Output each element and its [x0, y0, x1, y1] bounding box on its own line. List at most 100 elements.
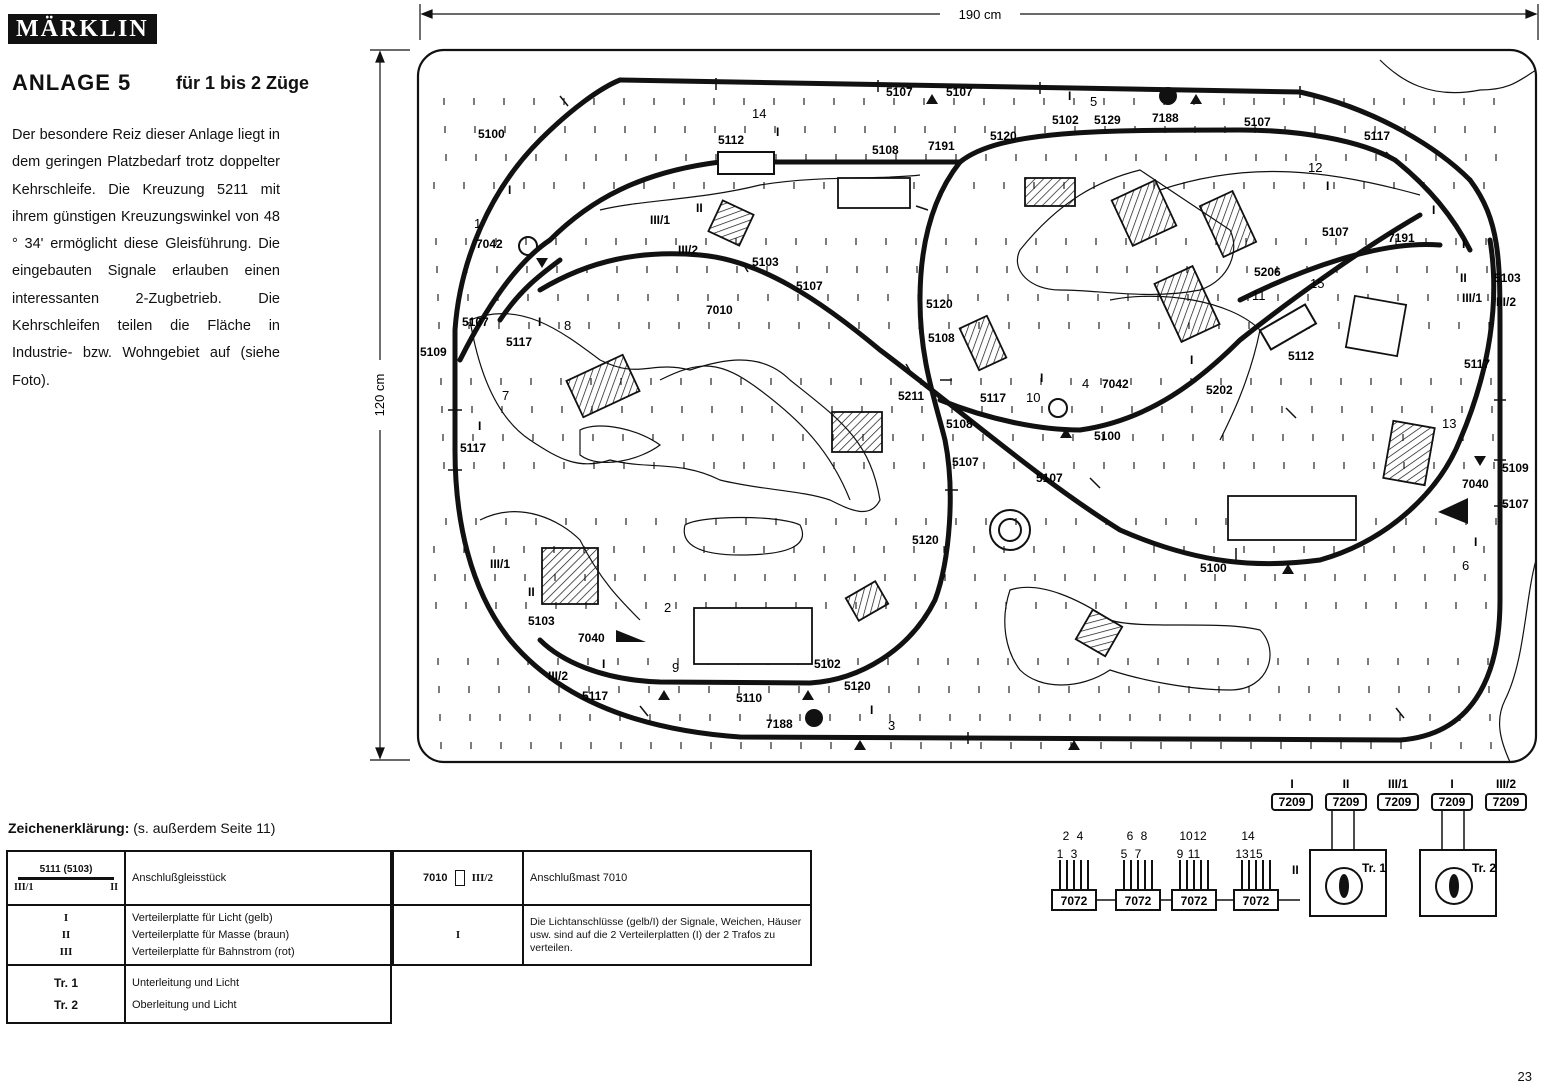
plate-name: I [1450, 777, 1453, 791]
track-label: 5117 [1464, 357, 1490, 371]
plate-name: III/2 [1496, 777, 1516, 791]
track-label: 7010 [706, 303, 733, 317]
legend-symbol-track: 5111 (5103) III/1 II [6, 850, 126, 906]
track-label: 5107 [1502, 497, 1529, 511]
legend-line-licht: Verteilerplatte für Licht (gelb) [132, 911, 273, 924]
track-lines [452, 77, 1503, 743]
distributor-top-number: 2 [1063, 829, 1070, 843]
feeder-label: III/1 [490, 557, 510, 571]
legend-symbol-transformers: Tr. 1 Tr. 2 [6, 964, 126, 1024]
feeder-label: I [1190, 353, 1193, 367]
distribution-plate-7209 [1325, 793, 1367, 811]
transformer-1: Tr. 1 [1309, 849, 1387, 917]
legend-title: Zeichenerklärung: (s. außerdem Seite 11) [8, 820, 275, 836]
track-label: 7042 [1102, 377, 1129, 391]
track-label: 5110 [736, 691, 762, 705]
feeder-label: I [1474, 535, 1477, 549]
track-label: 5107 [946, 85, 973, 99]
distributor-bottom-number: 13 [1235, 847, 1249, 861]
distributor-top-number: 12 [1193, 829, 1207, 843]
track-label: 7188 [766, 717, 793, 731]
distributor-top-number: 10 [1179, 829, 1193, 843]
feeder-label: I [538, 315, 541, 329]
legend-symbol-plates: I II III [6, 904, 126, 966]
track-label: 5117 [460, 441, 486, 455]
feeder-label: I [776, 125, 779, 139]
distributor-bottom-number: 3 [1071, 847, 1078, 861]
track-label: 5103 [1494, 271, 1521, 285]
distributor-bottom-number: 11 [1188, 847, 1201, 861]
track-label: 5120 [990, 129, 1017, 143]
transformer-label: Tr. 1 [1362, 861, 1386, 875]
track-label: 5102 [814, 657, 841, 671]
connection-number: 3 [888, 718, 895, 733]
track-label: 5100 [1200, 561, 1227, 575]
track-label: 5107 [1322, 225, 1349, 239]
track-label: 5109 [420, 345, 447, 359]
plate-label: 7209 [1333, 795, 1360, 809]
legend-symbol-track-right: II [110, 881, 118, 893]
connection-number: 14 [752, 106, 766, 121]
distributor-output-label: II [1292, 863, 1299, 877]
track-label: 7191 [928, 139, 955, 153]
transformer-2: Tr. 2 [1419, 849, 1497, 917]
feeder-label: II [528, 585, 535, 599]
legend-symbol-tr1: Tr. 1 [53, 976, 79, 990]
track-label: 5120 [912, 533, 939, 547]
width-dimension [419, 4, 1539, 40]
legend-title-rest: (s. außerdem Seite 11) [129, 820, 276, 836]
track-label: 5108 [946, 417, 973, 431]
track-label: 5202 [1206, 383, 1233, 397]
track-label: 5108 [872, 143, 899, 157]
page-title: ANLAGE 5 [12, 70, 132, 95]
plate-label: 7209 [1493, 795, 1520, 809]
fountain [989, 509, 1031, 551]
feeder-label: II [696, 201, 703, 215]
feeder-label: I [602, 657, 605, 671]
legend-title-bold: Zeichenerklärung: [8, 820, 130, 836]
distributor-label: 7072 [1243, 894, 1270, 908]
plate-name: III/1 [1388, 777, 1408, 791]
connection-number: 15 [1310, 276, 1324, 291]
track-label: 5100 [1094, 429, 1121, 443]
plate-label: 7209 [1279, 795, 1306, 809]
feeder-label: I [508, 183, 511, 197]
baseboard-outline [416, 48, 1538, 764]
track-layout-diagram: 190 cm 120 cm [370, 4, 1539, 764]
distributor-top-number: 14 [1241, 829, 1255, 843]
track-label: 7042 [476, 237, 503, 251]
distributor-bottom-number: 5 [1121, 847, 1128, 861]
track-label: 5103 [752, 255, 779, 269]
brand-logo: MÄRKLIN [8, 14, 157, 44]
connection-number: 9 [672, 660, 679, 675]
plate-name: I [1290, 777, 1293, 791]
plate-name: II [1343, 777, 1350, 791]
signal-markers [536, 94, 1486, 750]
feeder-label: I [1326, 179, 1329, 193]
track-joints [448, 78, 1506, 744]
legend-line-oberleitung: Oberleitung und Licht [132, 999, 237, 1011]
track-label: 5120 [844, 679, 871, 693]
track-label: 5107 [952, 455, 979, 469]
legend-table-right: 7010 III/2 Anschlußmast 7010 I Die Licht… [392, 850, 812, 966]
connection-number: 10 [1026, 390, 1040, 405]
track-label: 5107 [1244, 115, 1271, 129]
legend-symbol-track-top: 5111 (5103) [39, 863, 93, 875]
track-label: 7040 [1462, 477, 1489, 491]
connection-number: 5 [1090, 94, 1097, 109]
track-label: 5117 [506, 335, 532, 349]
legend-symbol-II: II [61, 928, 71, 941]
grass-texture [433, 98, 1497, 749]
legend-symbol-III: III [59, 945, 73, 958]
legend-line-masse: Verteilerplatte für Masse (braun) [132, 928, 290, 941]
plain-buildings [693, 177, 1408, 665]
feeder-label: II [1460, 271, 1467, 285]
track-label: 5117 [1364, 129, 1390, 143]
transformer-label: Tr. 2 [1472, 861, 1496, 875]
feeder-label: III/2 [548, 669, 568, 683]
connection-number: 13 [1442, 416, 1456, 431]
legend-text-light: Die Lichtanschlüsse (gelb/I) der Signale… [522, 904, 812, 966]
description-text: Der besondere Reiz dieser Anlage liegt i… [12, 127, 280, 389]
